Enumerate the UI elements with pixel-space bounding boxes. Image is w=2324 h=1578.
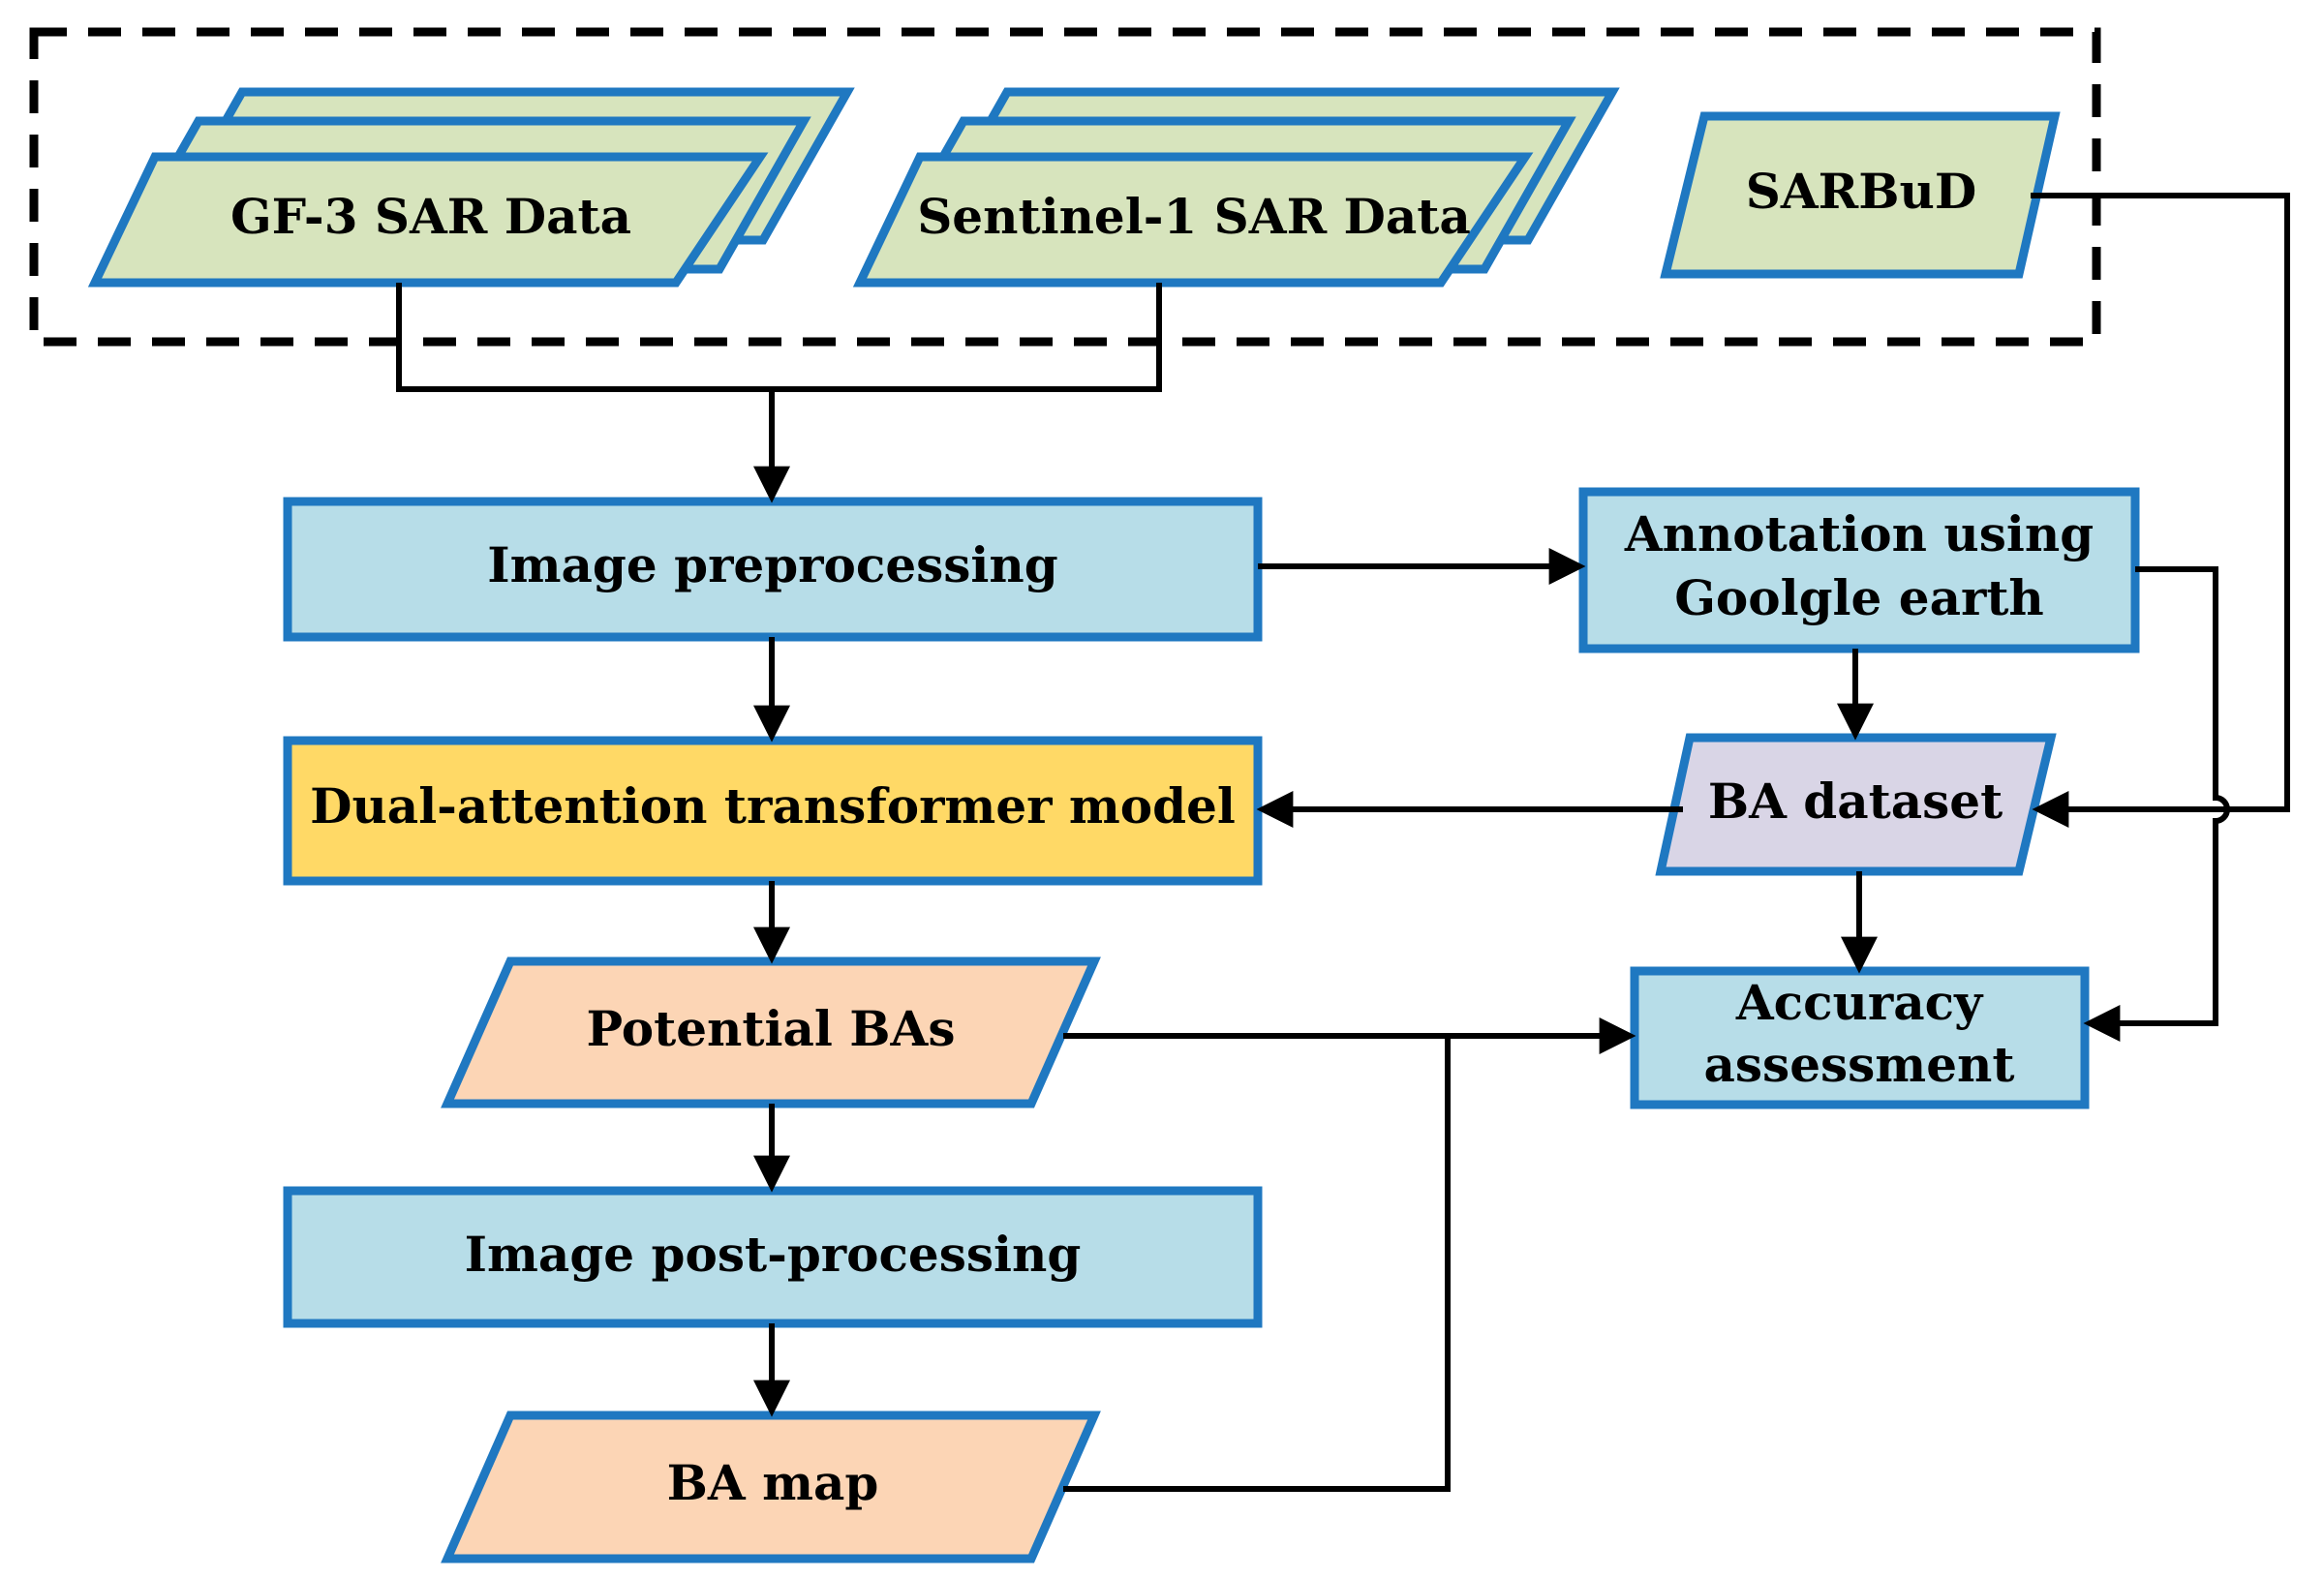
annotation-label-line1: Annotation using	[1624, 505, 2094, 562]
potential-bas-label: Potential BAs	[587, 1000, 956, 1057]
image-preprocessing-node: Image preprocessing	[283, 497, 1263, 642]
ba-dataset-node: BA dataset	[1655, 733, 2057, 876]
sentinel1-sar-data-node: Sentinel-1 SAR Data	[852, 87, 1620, 288]
gf3-sar-data-label: GF-3 SAR Data	[230, 188, 631, 245]
annotation-label-line2: Goolgle earth	[1674, 569, 2044, 626]
connector-sarbud-to-dataset	[2031, 193, 2290, 828]
sarbud-label: SARBuD	[1746, 163, 1976, 220]
connectors	[396, 193, 2290, 1492]
ba-dataset-label: BA dataset	[1708, 773, 2003, 830]
image-preprocessing-label: Image preprocessing	[487, 536, 1058, 593]
connector-bamap-to-accuracy	[1063, 1036, 1451, 1492]
model-node: Dual-attention transformer model	[283, 736, 1263, 886]
connector-annotation-to-accuracy	[2083, 566, 2230, 1042]
potential-bas-node: Potential BAs	[441, 956, 1101, 1108]
image-postprocessing-label: Image post-processing	[465, 1226, 1082, 1283]
connector-gf3-sentinel-merge	[396, 283, 1162, 392]
accuracy-label-line1: Accuracy	[1735, 974, 1984, 1031]
ba-map-label: BA map	[667, 1454, 879, 1511]
sarbud-node: SARBuD	[1660, 111, 2061, 279]
ba-map-node: BA map	[441, 1411, 1101, 1563]
input-data-group	[29, 27, 2101, 347]
image-postprocessing-node: Image post-processing	[283, 1186, 1263, 1328]
sentinel1-sar-data-label: Sentinel-1 SAR Data	[917, 188, 1471, 245]
accuracy-assessment-node: Accuracy assessment	[1630, 966, 2090, 1109]
annotation-node: Annotation using Goolgle earth	[1578, 487, 2140, 653]
gf3-sar-data-node: GF-3 SAR Data	[87, 87, 855, 288]
accuracy-label-line2: assessment	[1704, 1036, 2015, 1093]
model-label: Dual-attention transformer model	[310, 777, 1236, 835]
